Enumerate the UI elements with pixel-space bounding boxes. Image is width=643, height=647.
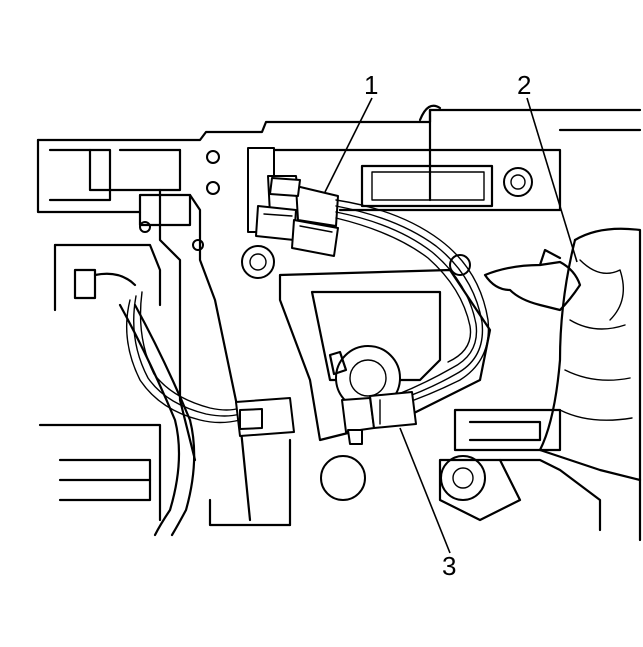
callout-3: 3: [442, 551, 456, 581]
connector-3: [341, 391, 417, 445]
wire-harness: [93, 199, 490, 537]
callout-2: 2: [517, 70, 531, 100]
leader-lines: [324, 97, 578, 554]
right-components: [438, 227, 642, 542]
left-lower-panel: [38, 243, 162, 522]
inline-connector: [235, 397, 295, 437]
connector-1: [247, 147, 339, 257]
callout-1: 1: [364, 70, 378, 100]
upper-frame-panel: [36, 104, 642, 214]
